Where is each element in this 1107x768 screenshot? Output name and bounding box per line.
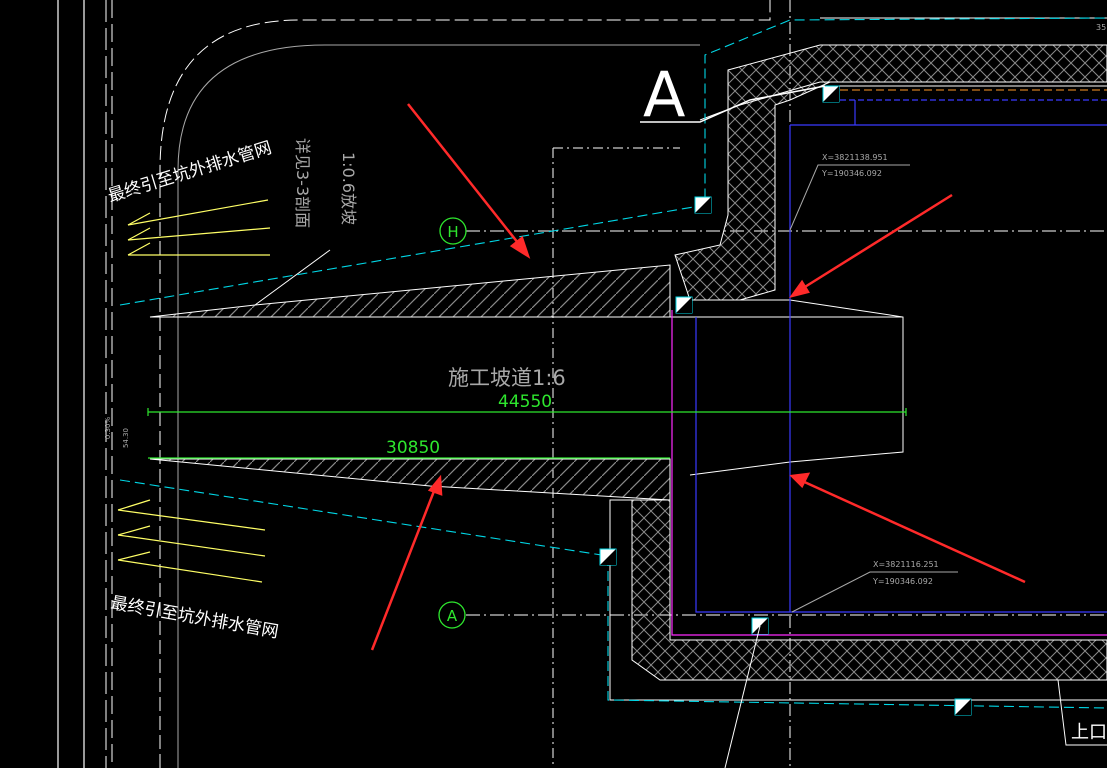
slope-label: 1:0.6放坡 xyxy=(339,152,358,225)
drain-arrows-top xyxy=(127,199,271,256)
survey-markers xyxy=(599,85,972,716)
ramp-leader xyxy=(254,249,331,306)
pit-wall-top xyxy=(674,44,1107,301)
grid-label-h: H xyxy=(447,223,458,241)
coord-bottom-x: X=3821116.251 xyxy=(873,560,939,569)
drain-arrows-bottom xyxy=(117,499,266,583)
site-boundary-inner xyxy=(177,44,700,768)
grid-bubble-h[interactable]: H xyxy=(439,217,467,245)
pit-wall-bottom xyxy=(631,499,1107,681)
section-letter: A xyxy=(643,58,685,131)
ramp-end-outline xyxy=(689,299,904,476)
site-boundary-dashed xyxy=(159,0,771,768)
small-label-1: 0.30% xyxy=(104,417,112,440)
ramp-slope-top xyxy=(149,264,671,318)
pit-bottom-blue xyxy=(695,99,1107,613)
section-mark-line xyxy=(640,85,826,123)
drain-label-bottom: 最终引至坑外排水管网 xyxy=(109,593,280,642)
dimension-total: 44550 xyxy=(498,392,552,412)
detail-reference: 详见3-3剖面 xyxy=(293,138,312,228)
drain-label-top: 最终引至坑外排水管网 xyxy=(106,138,274,207)
road-edge-lines xyxy=(57,0,113,768)
dimension-partial: 30850 xyxy=(386,438,440,458)
ramp-label: 施工坡道1:6 xyxy=(448,366,566,390)
dimension-lines xyxy=(147,408,907,459)
small-label-2: 54.30 xyxy=(122,428,130,448)
pit-outer-line xyxy=(609,499,1107,701)
corner-label-frame xyxy=(1057,679,1107,746)
coord-bottom-y: Y=190346.092 xyxy=(872,577,933,586)
grid-label-a: A xyxy=(447,607,458,625)
coord-leader-bottom xyxy=(791,571,958,613)
inner-line-magenta xyxy=(671,310,1107,636)
corner-label: 上口线 xyxy=(1071,722,1107,743)
coord-top-x: X=3821138.951 xyxy=(822,153,888,162)
corner-number: 35 xyxy=(1096,23,1106,32)
marker-leader-bottom xyxy=(724,625,761,768)
coord-leader-top xyxy=(789,164,910,231)
grid-bubble-a[interactable]: A xyxy=(438,601,466,629)
coord-top-y: Y=190346.092 xyxy=(821,169,882,178)
drain-lines-cyan xyxy=(119,17,1107,709)
ramp-slope-bottom xyxy=(149,458,671,501)
red-annotation-arrows xyxy=(370,103,1026,651)
